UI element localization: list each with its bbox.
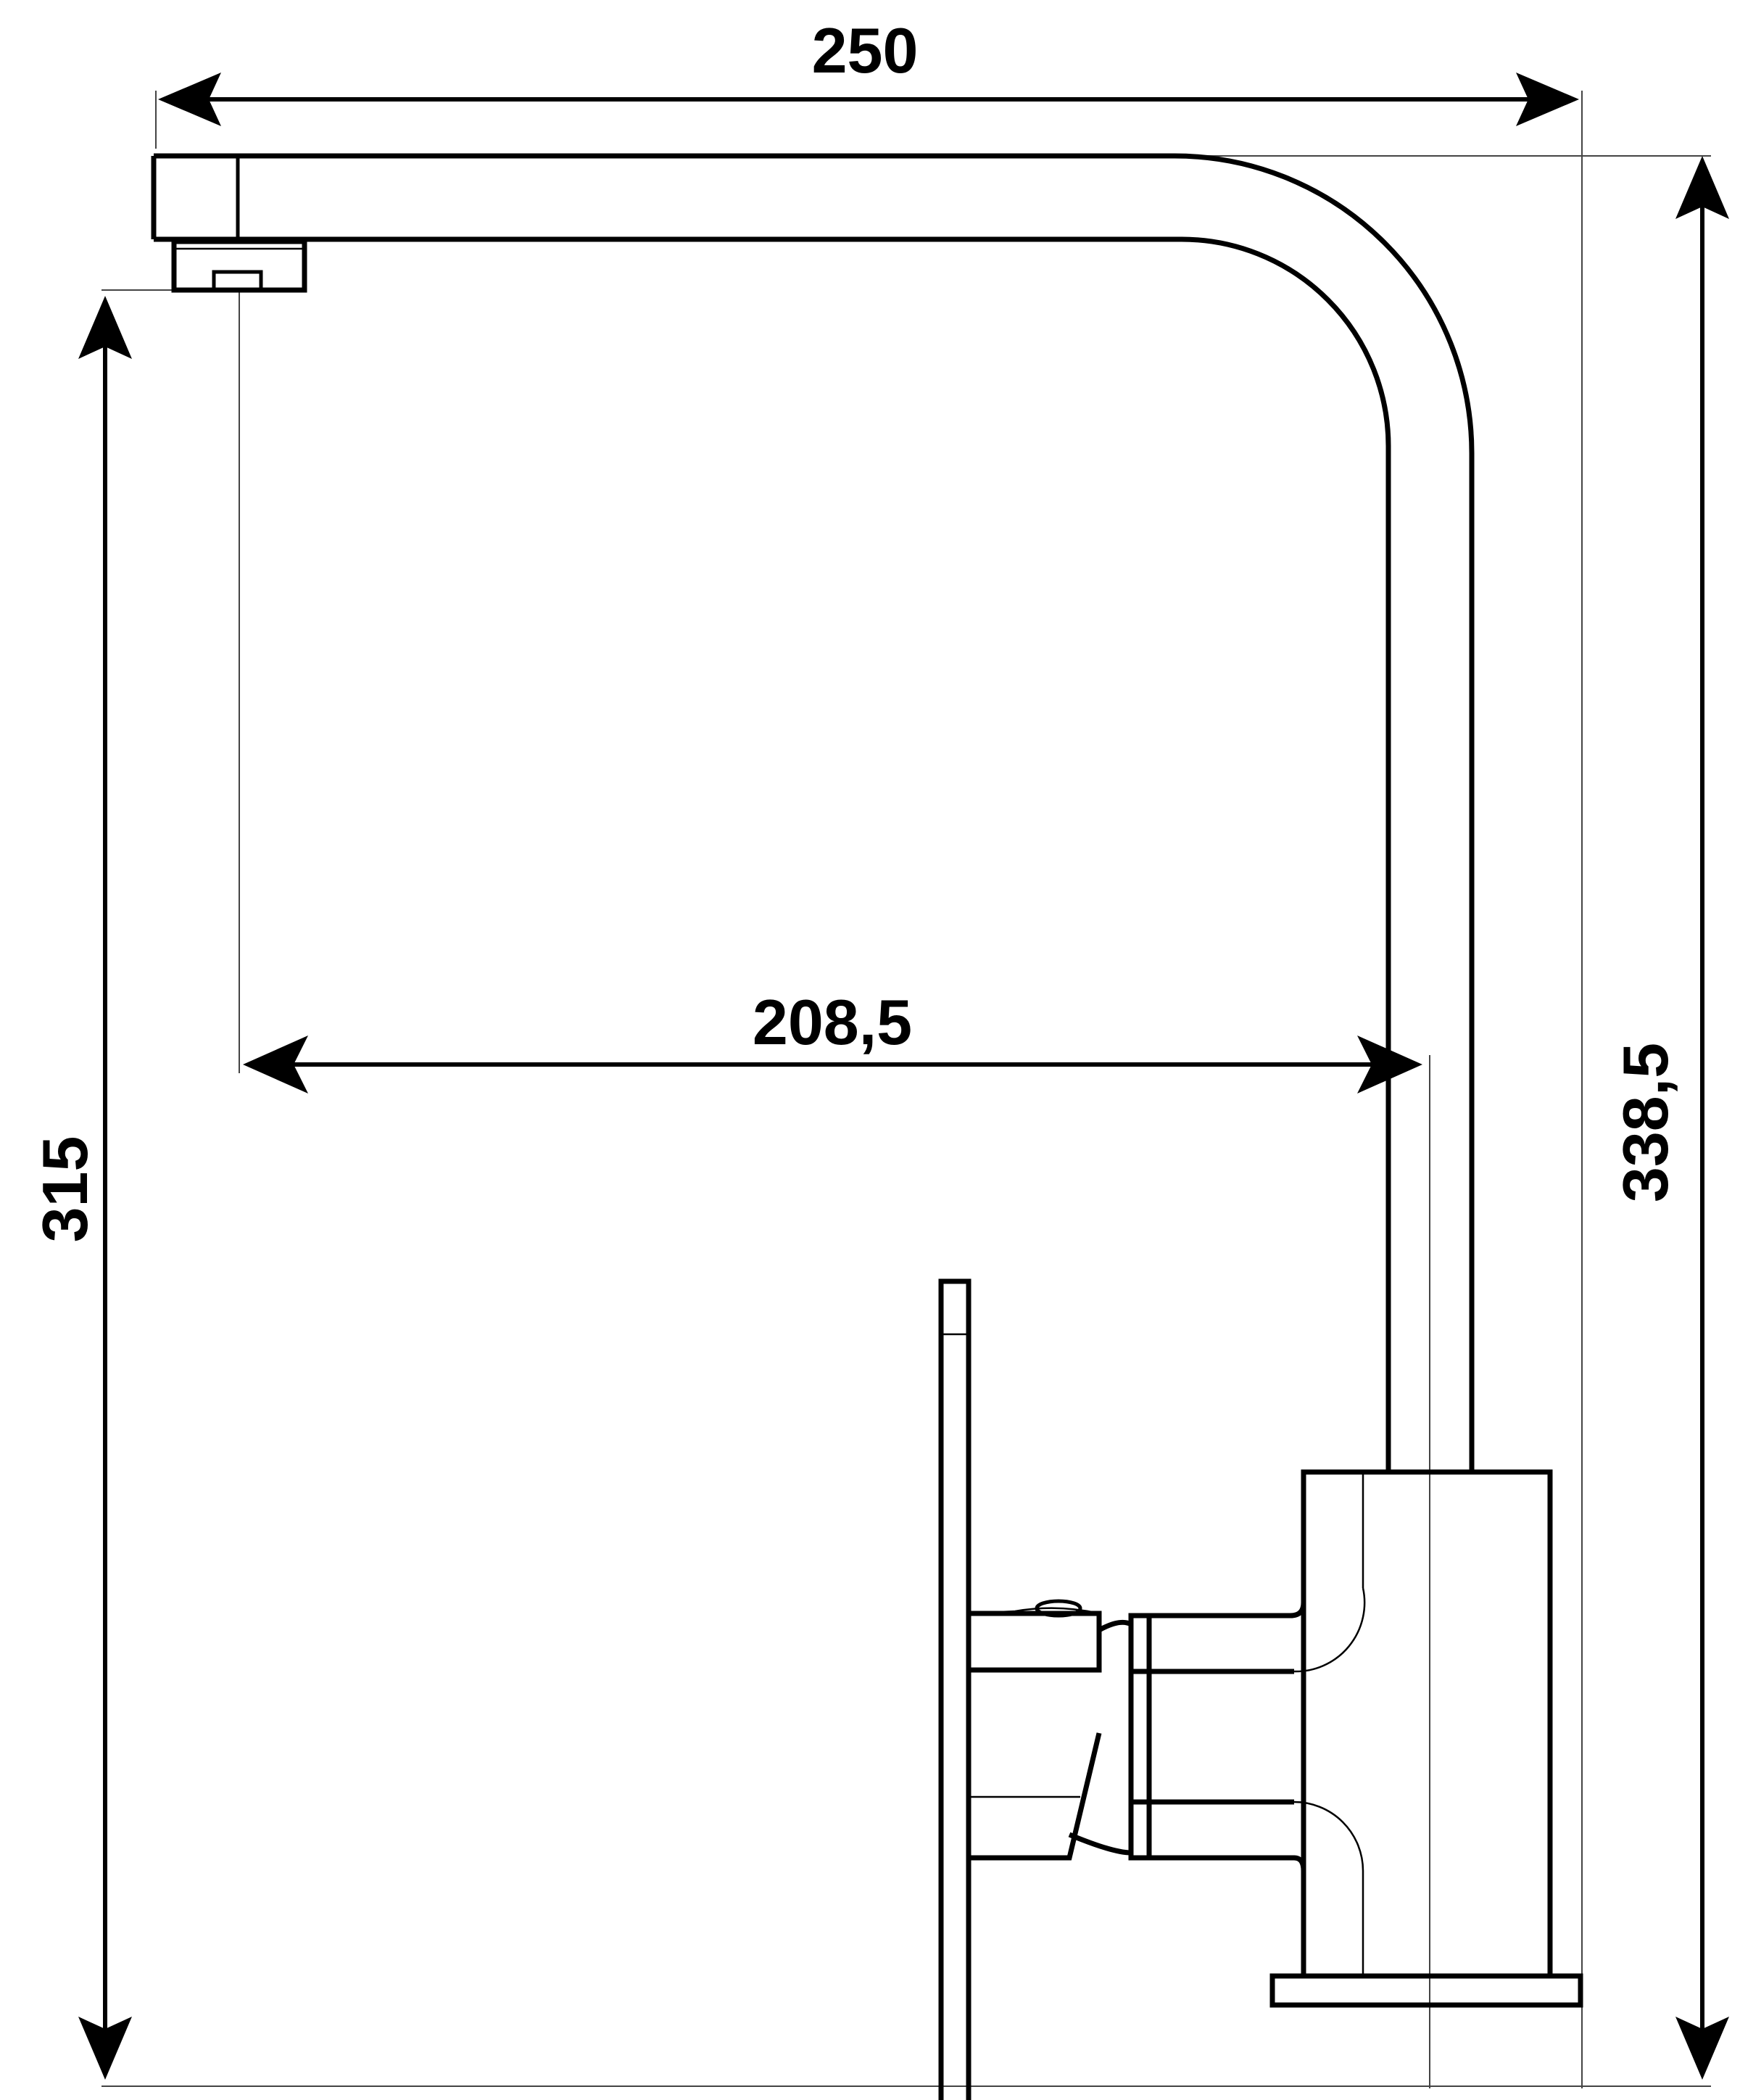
lever-bar	[938, 1278, 972, 2100]
lower-arm-elbow	[1293, 1801, 1364, 1976]
arrowhead-bottom	[1675, 2017, 1729, 2080]
spout-inner-profile	[154, 236, 1391, 1472]
handle-hub	[966, 1611, 1102, 1673]
arrowhead-top	[1675, 156, 1729, 219]
dimension-label-315: 315	[29, 1136, 101, 1243]
dimension-label-208-5: 208,5	[753, 986, 912, 1058]
faucet-spout	[151, 153, 1475, 1472]
mixer-body	[966, 1469, 1583, 2008]
dimension-250: 250	[158, 15, 1579, 126]
dimension-338-5: 338,5	[1610, 156, 1729, 2080]
handle-blade	[969, 1732, 1102, 1861]
handle-hub-top	[968, 1607, 1100, 1615]
handle-neck	[1068, 1619, 1134, 1856]
arrowhead-left	[243, 1035, 308, 1094]
aerator	[171, 239, 307, 293]
arrowhead-bottom	[78, 2017, 132, 2080]
connector-block	[1128, 1613, 1152, 1861]
aerator-outlet	[212, 270, 263, 292]
spout-outer-profile	[154, 153, 1475, 1472]
dimension-208-5: 208,5	[243, 986, 1422, 1094]
upper-arm-elbow	[1131, 1587, 1366, 1673]
lower-arm	[1131, 1855, 1306, 1976]
cartridge-housing	[1301, 1469, 1553, 1979]
dimension-315: 315	[29, 296, 132, 2080]
lever-handle	[938, 1278, 972, 2100]
arrowhead-top	[78, 296, 132, 359]
base-plate	[1269, 1973, 1583, 2008]
arrowhead-left	[158, 73, 221, 126]
dimension-label-338-5: 338,5	[1610, 1043, 1681, 1202]
extension-lines	[102, 91, 1711, 2088]
dimension-label-250: 250	[812, 15, 919, 86]
upper-arm	[1131, 1588, 1306, 1619]
hub-screw	[1035, 1599, 1082, 1618]
arrowhead-right	[1516, 73, 1579, 126]
